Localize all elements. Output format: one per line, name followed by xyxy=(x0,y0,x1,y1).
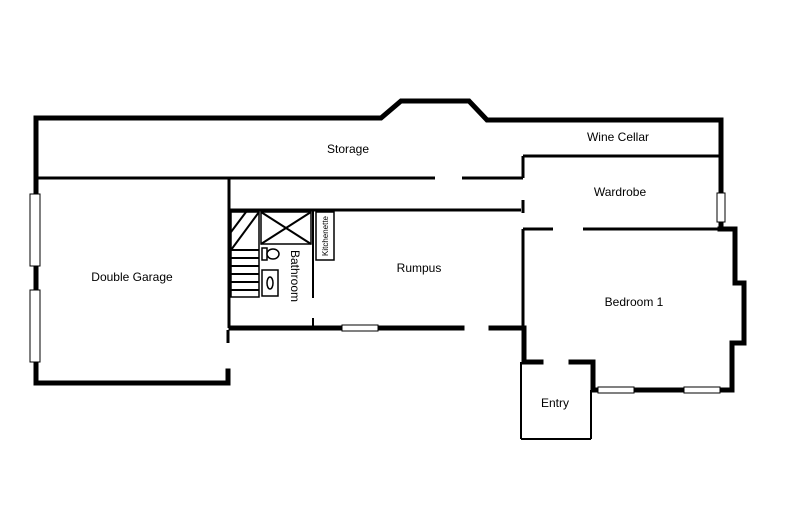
bedroom-window-right xyxy=(683,386,721,394)
interior-walls xyxy=(36,154,721,440)
garage-window-lower xyxy=(29,289,41,363)
wardrobe-window xyxy=(716,192,726,223)
room-label-wardrobe: Wardrobe xyxy=(594,185,647,199)
toilet-icon xyxy=(261,247,280,261)
rumpus-window xyxy=(341,324,379,332)
vanity-basin xyxy=(261,269,279,297)
shower xyxy=(260,211,312,245)
room-label-entry: Entry xyxy=(541,396,569,410)
staircase xyxy=(230,211,260,298)
exterior-walls xyxy=(33,98,747,393)
room-label-kitchenette: Kitchenette xyxy=(321,215,330,256)
room-label-wine-cellar: Wine Cellar xyxy=(587,130,649,144)
room-label-bathroom: Bathroom xyxy=(288,250,302,302)
room-label-rumpus: Rumpus xyxy=(397,261,442,275)
room-label-storage: Storage xyxy=(327,142,369,156)
bedroom-window-left xyxy=(597,386,635,394)
room-label-double-garage: Double Garage xyxy=(91,270,173,284)
garage-window-upper xyxy=(29,193,41,267)
windows xyxy=(29,192,726,394)
kitchenette-bench xyxy=(315,211,335,261)
room-label-bedroom-1: Bedroom 1 xyxy=(605,295,664,309)
